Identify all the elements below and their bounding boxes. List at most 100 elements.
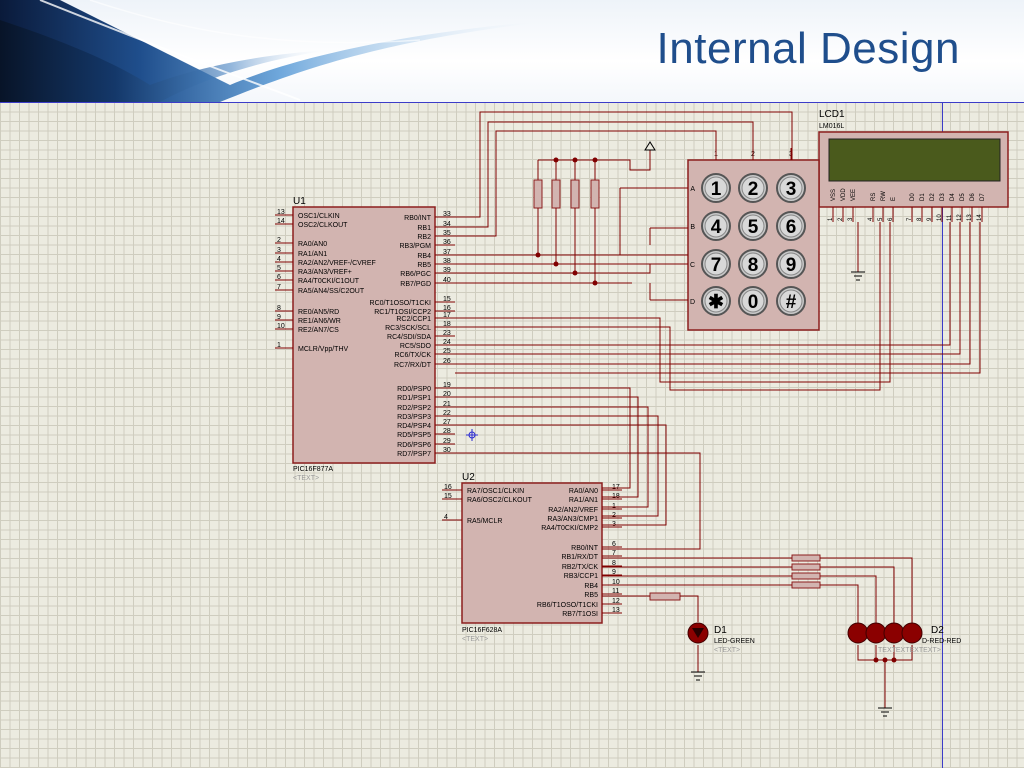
keypad-key[interactable]: 0 [738,286,768,316]
u1-pin-name: RC0/T1OSO/T1CKI [370,300,432,307]
sheet-top-border [0,102,1024,103]
keypad-key-label: 6 [786,217,797,238]
u1-pin-name: RB7/PGD [400,281,431,288]
wire-junctions [535,157,897,663]
lcd-display[interactable]: LCD1 LM016L VSS1VDD2VEE3RS4RW5E6D07D18D2… [818,109,1009,222]
u2-pin-name: RA2/AN2/VREF [548,507,598,514]
u2-pin-name: RA3/AN3/CMP1 [547,516,598,523]
u1-pin-name: RB1 [417,225,431,232]
sheet-right-border [942,102,943,768]
u2-pin-name: RB3/CCP1 [564,573,598,580]
d2-ref: D2 [931,625,944,636]
lcd-pin-name: VEE [851,189,857,201]
u2-text: <TEXT> [462,636,488,643]
u1-pin-name: RA0/AN0 [298,241,327,248]
keypad-key[interactable]: # [776,286,806,316]
keypad-key[interactable]: 2 [738,173,768,203]
u1-pin-number: 6 [277,274,281,281]
u1-microcontroller[interactable]: U1 PIC16F877A <TEXT> 13OSC1/CLKIN14OSC2/… [275,196,455,482]
u1-pin-name: RA5/AN4/SS/C2OUT [298,288,365,295]
keypad-key[interactable]: ✱ [701,286,731,316]
d2-part: D-RED-RED [922,638,961,645]
led-d1[interactable]: D1 LED-GREEN <TEXT> [687,622,755,654]
keypad-key[interactable]: 6 [776,211,806,241]
u2-pin-number: 6 [612,541,616,548]
u1-pin-number: 3 [277,247,281,254]
u1-pin-number: 40 [443,277,451,284]
lcd-pin-number: 11 [947,214,953,221]
keypad-key[interactable]: 1 [701,173,731,203]
d1-text: <TEXT> [714,647,740,654]
lcd-pin-number: 4 [868,217,874,221]
u1-pin-name: RC1/T1OSI/CCP2 [374,309,431,316]
u1-pin-number: 16 [443,305,451,312]
u1-pin-name: RE1/AN6/WR [298,318,341,325]
lcd-pin-name: D5 [960,193,966,201]
u1-pin-number: 7 [277,284,281,291]
keypad-key[interactable]: 5 [738,211,768,241]
u2-pin-name: RB6/T1OSO/T1CKI [537,602,598,609]
keypad-key-label: 5 [748,217,759,238]
keypad-row-label: C [690,262,695,269]
u1-pin-number: 34 [443,221,451,228]
u2-part: PIC16F628A [462,627,502,634]
u1-pin-name: RD3/PSP3 [397,414,431,421]
keypad-key[interactable]: 3 [776,173,806,203]
u1-pin-name: RC4/SDI/SDA [387,334,431,341]
u1-pin-name: OSC1/CLKIN [298,213,340,220]
u1-pin-number: 30 [443,447,451,454]
u2-pin-name: RA4/T0CKI/CMP2 [541,525,598,532]
keypad-key-label: # [786,292,797,313]
lcd-pin-name: E [891,197,897,201]
slide-title: Internal Design [656,24,960,73]
u1-pin-number: 5 [277,265,281,272]
d1-ref: D1 [714,625,727,636]
keypad-key-label: 1 [711,179,722,200]
lcd-pin-name: D2 [930,193,936,201]
slide-header: Internal Design [0,0,1024,102]
u2-microcontroller[interactable]: U2 PIC16F628A <TEXT> 16RA7/OSC1/CLKIN15R… [442,472,622,643]
led-d2-group[interactable]: D2 D-RED-RED TEXTEXTEXTEXT> [847,622,961,654]
u1-ref: U1 [293,196,306,207]
u1-pin-name: MCLR/Vpp/THV [298,346,349,353]
lcd-pin-name: D1 [920,193,926,201]
keypad-key[interactable]: 9 [776,249,806,279]
u1-pin-name: RD4/PSP4 [397,423,431,430]
circuit-schematic: U1 PIC16F877A <TEXT> 13OSC1/CLKIN14OSC2/… [275,109,1009,717]
u1-pin-number: 29 [443,438,451,445]
lcd-pin-number: 10 [937,214,943,221]
u1-pin-number: 13 [277,209,285,216]
u1-pin-name: RD7/PSP7 [397,451,431,458]
u1-pin-number: 36 [443,239,451,246]
u1-right-pins: 33RB0/INT34RB135RB236RB3/PGM37RB438RB539… [370,211,455,458]
u1-pin-name: RB0/INT [404,215,432,222]
keypad-key[interactable]: 8 [738,249,768,279]
u1-pin-name: RD5/PSP5 [397,432,431,439]
u1-pin-name: RE2/AN7/CS [298,327,339,334]
u1-pin-name: RB3/PGM [399,243,431,250]
pullup-resistors [533,160,600,283]
u2-pin-name: RB2/TX/CK [562,564,599,571]
u2-left-pins: 16RA7/OSC1/CLKIN15RA6/OSC2/CLKOUT4RA5/MC… [442,484,533,525]
keypad-key[interactable]: 4 [701,211,731,241]
u1-part: PIC16F877A [293,466,333,473]
lcd-pin-number: 5 [878,217,884,221]
circuit-wires [455,111,981,708]
u1-pin-name: RA3/AN3/VREF+ [298,269,352,276]
keypad-key[interactable]: 7 [701,249,731,279]
u1-pin-number: 10 [277,323,285,330]
u2-pin-number: 11 [612,588,619,595]
u1-pin-name: RB2 [417,234,431,241]
u2-pin-name: RB0/INT [571,545,599,552]
keypad-row-label: A [690,186,695,193]
u1-pin-number: 39 [443,267,451,274]
u1-pin-name: RB6/PGC [400,271,431,278]
cursor-marker [466,429,478,441]
keypad-key-label: 8 [748,255,759,276]
lcd-pin-name: D7 [980,193,986,201]
u1-pin-number: 33 [443,211,451,218]
keypad-row-label: B [690,224,695,231]
